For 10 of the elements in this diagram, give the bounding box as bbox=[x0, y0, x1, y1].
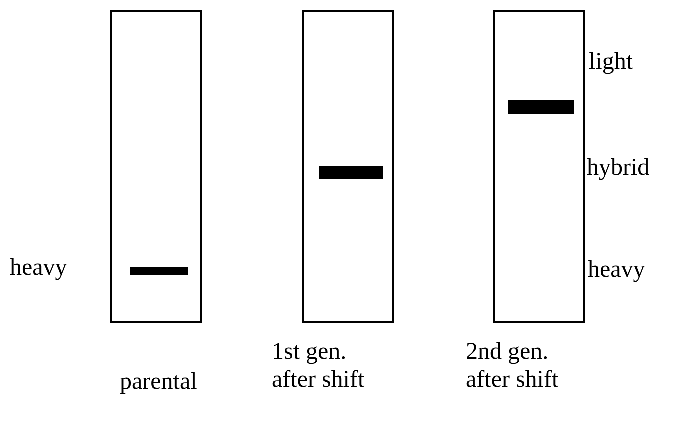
tube-caption: 1st gen. after shift bbox=[272, 338, 366, 394]
gradient-tube bbox=[110, 10, 202, 323]
tube-caption: 2nd gen. after shift bbox=[466, 338, 560, 394]
density-label: light bbox=[589, 48, 634, 76]
gradient-tube bbox=[302, 10, 394, 323]
tube-caption: parental bbox=[120, 368, 198, 396]
density-label: heavy bbox=[10, 254, 68, 282]
density-label: heavy bbox=[588, 256, 646, 284]
gradient-tube bbox=[493, 10, 585, 323]
density-label: hybrid bbox=[587, 154, 650, 182]
